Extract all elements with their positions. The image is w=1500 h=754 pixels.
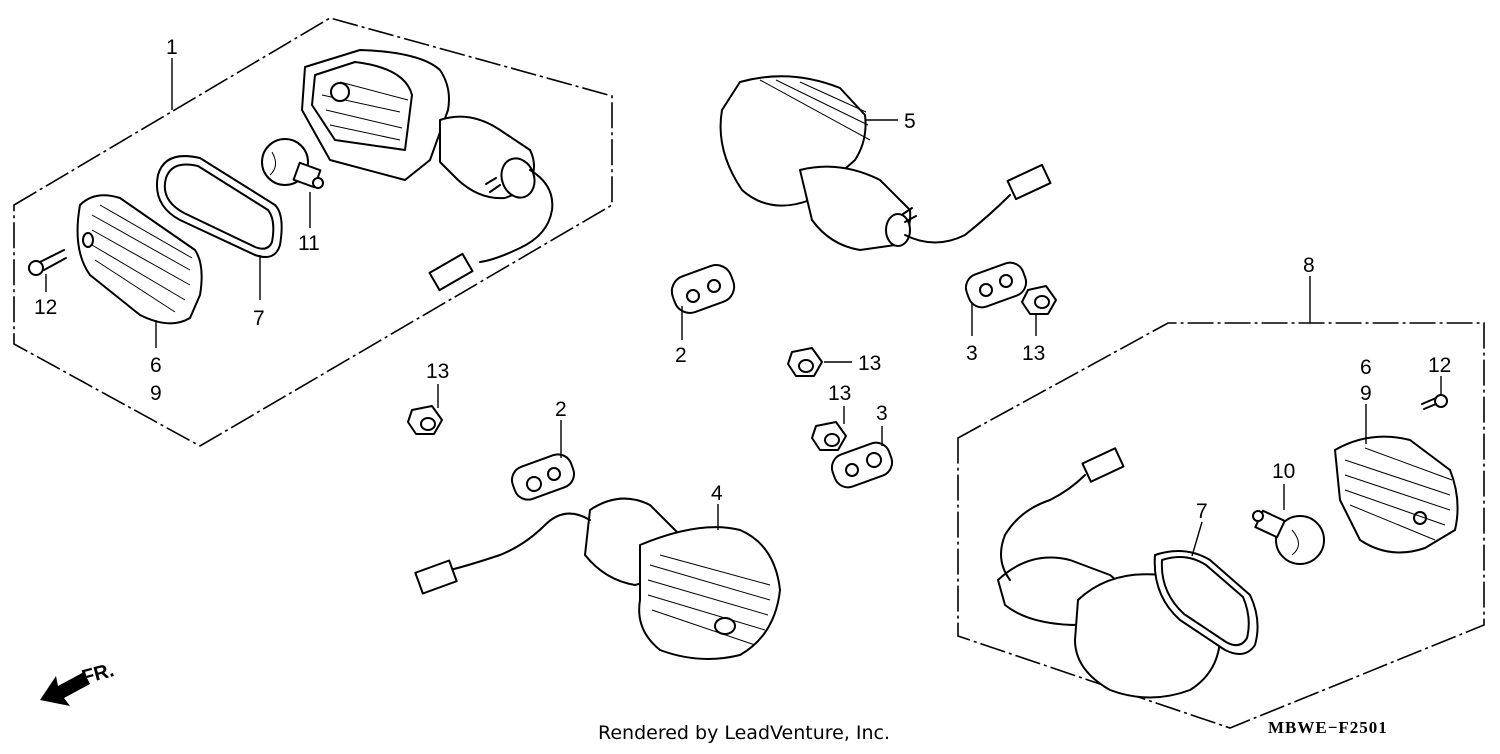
callout-9-right: 9: [1360, 382, 1372, 405]
left-signal-lower: [414, 497, 781, 660]
callout-5: 5: [904, 110, 916, 133]
diagram-code: MBWE−F2501: [1268, 718, 1388, 737]
callout-10: 10: [1272, 460, 1295, 483]
bulb-10: [1252, 509, 1325, 565]
callout-13-b: 13: [858, 352, 881, 375]
gasket-7-right: [1153, 550, 1259, 655]
callout-3-lower: 3: [876, 402, 888, 425]
callout-13-c: 13: [828, 382, 851, 405]
assembly-boundary-left: [13, 17, 613, 447]
callout-13-d: 13: [1022, 342, 1045, 365]
callout-12-left: 12: [34, 296, 57, 319]
front-direction-marker: FR.: [40, 659, 116, 706]
callout-8: 8: [1303, 254, 1315, 277]
callout-11: 11: [298, 232, 320, 255]
spacer-2-lower: [510, 453, 576, 501]
footer-credit: Rendered by LeadVenture, Inc.: [598, 722, 890, 744]
plate-3-upper: [964, 261, 1028, 309]
plate-3-lower: [830, 441, 894, 489]
callout-3-upper: 3: [966, 342, 978, 365]
callout-13-a: 13: [426, 360, 449, 383]
lens-right: [1334, 435, 1459, 554]
front-direction-label: FR.: [80, 659, 117, 689]
callout-7-right: 7: [1196, 500, 1208, 523]
callout-6-right: 6: [1360, 356, 1372, 379]
nut-13-c: [811, 421, 847, 451]
spacer-2-upper: [670, 264, 736, 314]
nut-13-d: [1021, 285, 1057, 315]
leader-lines: [45, 58, 1442, 557]
callout-6-left: 6: [150, 354, 162, 377]
callout-1: 1: [166, 36, 178, 59]
callout-4: 4: [711, 482, 723, 505]
right-signal-upper: [719, 75, 1052, 251]
front-arrow-icon: [40, 672, 90, 706]
nut-13-b: [787, 347, 823, 377]
assembly-boundary-right: [957, 322, 1485, 729]
callout-7-left: 7: [253, 307, 265, 330]
callout-2-upper: 2: [675, 344, 687, 367]
left-signal-housing: [301, 49, 554, 292]
screw-12-left: [28, 249, 67, 276]
callout-12-right: 12: [1428, 354, 1451, 377]
screw-12-right: [1421, 394, 1448, 410]
gasket-7-left: [156, 155, 283, 258]
nut-13-a: [407, 405, 443, 435]
lens-left: [76, 194, 203, 325]
callout-numbers: 1 11 12 7 6 9 5 2 13 3 13 13 13 3 2 4 8 …: [34, 36, 1451, 523]
callout-9-left: 9: [150, 382, 162, 405]
callout-2-lower: 2: [555, 398, 567, 421]
bulb-11: [261, 138, 324, 189]
